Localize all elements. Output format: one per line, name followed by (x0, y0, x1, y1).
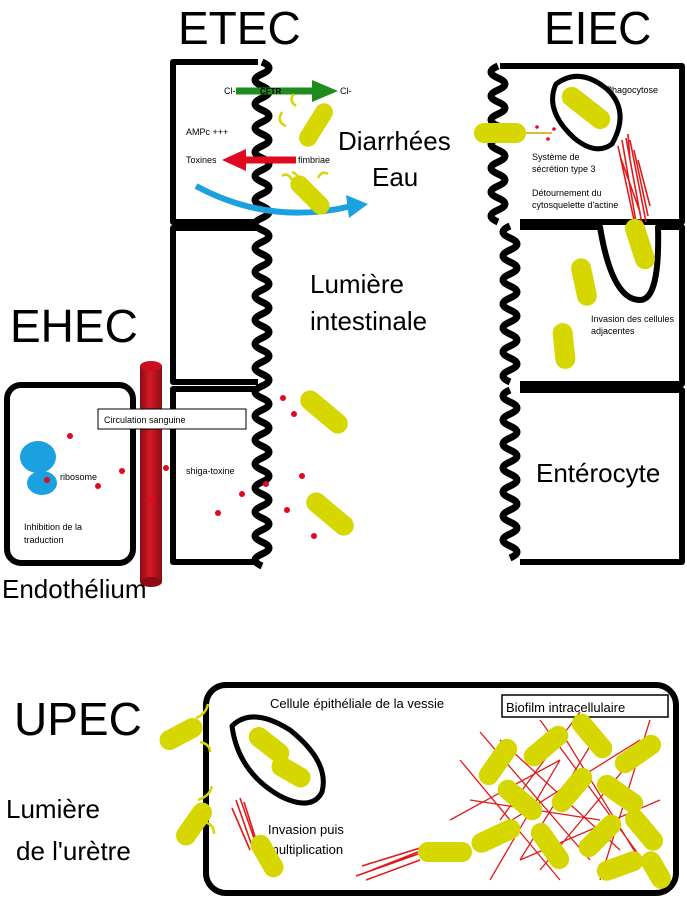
fimbriae-label: fimbriae (298, 155, 330, 165)
phagocytose-label: Phagocytose (606, 85, 658, 95)
detournement-line1: Détournement du (532, 188, 602, 198)
etec-bacterium-2 (281, 170, 330, 215)
systeme-line2: sécrétion type 3 (532, 164, 596, 174)
cellule-label: Cellule épithéliale de la vessie (270, 696, 444, 711)
bladder-epithelial-cell (203, 682, 679, 896)
microvilli-right (487, 62, 521, 562)
left-enterocyte-column (170, 58, 273, 570)
upec-moving-bacterium (355, 842, 472, 881)
water-arrow-head (346, 195, 368, 218)
water-arrow (194, 183, 353, 216)
eiec-bacterium-protrusion (625, 218, 655, 270)
cl-left-label: Cl- (224, 86, 236, 96)
detournement-line2: cytosquelette d'actine (532, 200, 618, 210)
invasion-multiplication-line1: Invasion puis (268, 822, 344, 837)
biofilm-cluster (449, 711, 671, 889)
eau-label: Eau (372, 162, 418, 192)
ehec-title: EHEC (10, 300, 138, 352)
ribosome-label: ribosome (60, 472, 97, 482)
invasion-multiplication-line2: multiplication (268, 842, 343, 857)
ehec-bacterium-1 (300, 390, 348, 434)
invasion-adjacent-line1: Invasion des cellules (591, 314, 675, 324)
phagosome (550, 73, 623, 152)
endothelial-cell (4, 382, 136, 566)
cftr-arrow-head (312, 80, 338, 102)
cl-right-label: Cl- (340, 86, 352, 96)
endothelium-label: Endothélium (2, 574, 147, 604)
lumiere-uretre-line1: Lumière (6, 794, 100, 824)
circulation-label: Circulation sanguine (104, 415, 186, 425)
ehec-bacterium-2 (306, 492, 354, 536)
upec-panel: Cellule épithéliale de la vessie Biofilm… (6, 682, 679, 896)
etec-bacterium-1 (278, 93, 333, 147)
toxines-label: Toxines (186, 155, 217, 165)
ribosome (20, 441, 57, 495)
eiec-bacterium-invading-2 (552, 323, 576, 369)
t3ss-needle (526, 125, 556, 141)
ampc-label: AMPc +++ (186, 127, 228, 137)
lumiere-intestinale-line1: Lumière (310, 269, 404, 299)
biofilm-label: Biofilm intracellulaire (506, 700, 625, 715)
eiec-column: Phagocytose Système de sécrétion type 3 … (474, 62, 685, 565)
upec-external-bacteria (159, 703, 216, 846)
upec-vacuole-bacterium-1 (248, 726, 290, 764)
eiec-bacterium-secreting (474, 123, 526, 143)
upec-title: UPEC (14, 693, 142, 745)
eiec-bacterium-invading-1 (571, 258, 597, 306)
toxin-arrow-head (222, 149, 246, 171)
etec-panel: Cl- CFTR Cl- AMPc +++ Toxines fimbriae D… (186, 80, 451, 218)
inhibition-line1: Inhibition de la (24, 522, 82, 532)
eiec-bacterium-phagosome (561, 86, 611, 130)
upec-entering-bacterium (231, 797, 284, 878)
inhibition-line2: traduction (24, 535, 64, 545)
upec-vacuole (229, 714, 326, 806)
microvilli-left (251, 58, 273, 570)
circulation-box (97, 408, 247, 430)
actin-comet (617, 133, 651, 225)
enterocyte-label: Entérocyte (536, 458, 660, 488)
systeme-line1: Système de (532, 152, 580, 162)
ehec-panel: Circulation sanguine shiga-toxine riboso… (2, 361, 354, 604)
shiga-toxin-dots (44, 395, 317, 539)
diarrhees-label: Diarrhées (338, 126, 451, 156)
lumiere-intestinale-line2: intestinale (310, 306, 427, 336)
cftr-label: CFTR (260, 87, 282, 96)
lumiere-uretre-line2: de l'urètre (16, 836, 131, 866)
blood-vessel (140, 366, 162, 582)
shiga-label: shiga-toxine (186, 466, 235, 476)
eiec-title: EIEC (544, 2, 651, 54)
upec-vacuole-bacterium-2 (271, 756, 311, 788)
etec-title: ETEC (178, 2, 301, 54)
invasion-adjacent-line2: adjacentes (591, 326, 635, 336)
